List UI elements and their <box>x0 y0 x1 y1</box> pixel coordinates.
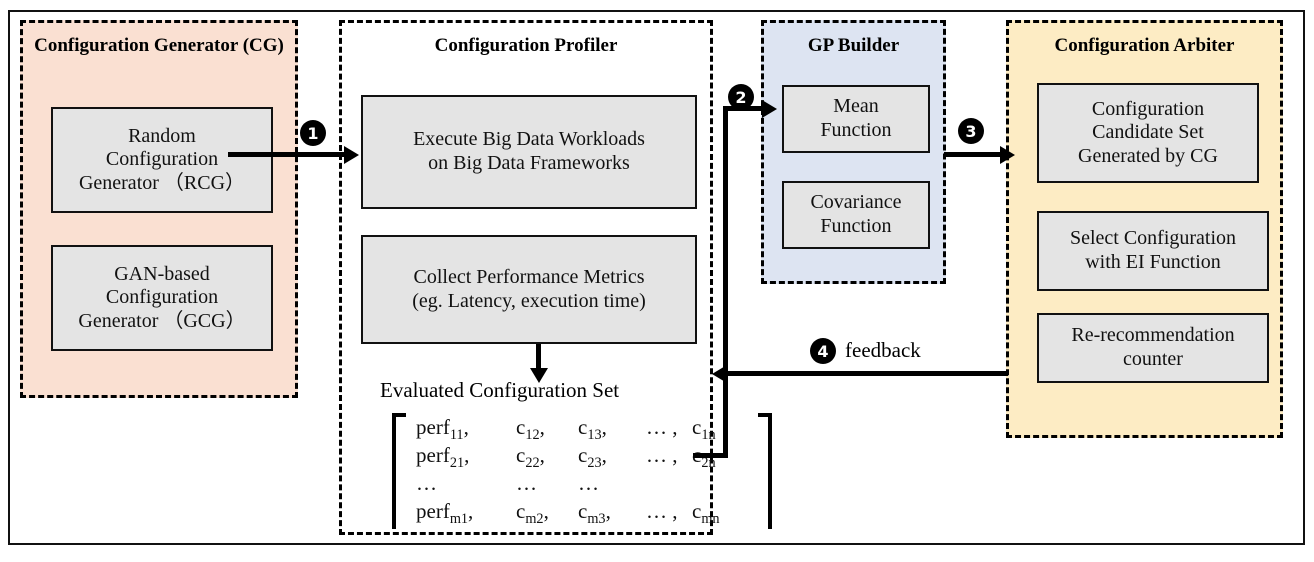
matrix-row: … … … <box>416 471 748 499</box>
m-r0-c3: c <box>692 415 702 439</box>
box-cov-line1: Covariance <box>810 191 902 214</box>
panel-configuration-arbiter: Configuration Arbiter Configuration Cand… <box>1006 20 1283 438</box>
edge-4-label: feedback <box>845 338 921 362</box>
box-mean-line1: Mean <box>833 95 879 118</box>
edge-1-arrowhead <box>344 146 359 164</box>
box-select-line2: with EI Function <box>1085 251 1221 273</box>
box-candidate-line1: Configuration <box>1091 97 1205 120</box>
m-r1-c0: perf <box>416 443 450 467</box>
panel-gp-title: GP Builder <box>807 35 900 56</box>
m-r1-c1: c <box>516 443 526 467</box>
m-r0-dots: … , <box>646 415 678 439</box>
edge-4-line <box>726 371 1008 376</box>
box-select-configuration-ei[interactable]: Select Configuration with EI Function <box>1037 211 1269 291</box>
box-rcg-line1: Random <box>128 124 196 147</box>
box-candidate-line3: Generated by CG <box>1078 144 1218 167</box>
box-random-configuration-generator[interactable]: Random Configuration Generator （RCG） <box>51 107 273 213</box>
panel-cg-title-line1: Configuration Generator <box>34 35 238 56</box>
edge-2-arrowhead <box>762 100 777 118</box>
m-r0-s1: 12 <box>525 427 540 444</box>
edge-3-arrowhead <box>1000 146 1015 164</box>
panel-profiler-title: Configuration Profiler <box>434 35 618 56</box>
box-execute-line1: Execute Big Data Workloads <box>413 128 645 151</box>
m-r1-dots: … , <box>646 443 678 467</box>
box-cov-line2: Function <box>820 215 892 237</box>
evaluated-configuration-matrix: perf11, c12, c13, … , c1n perf21, c22, c… <box>392 413 772 529</box>
edge-4-badge: 4 <box>810 338 836 364</box>
edge-1-line <box>228 152 348 157</box>
m-r0-c0: perf <box>416 415 450 439</box>
box-gcg-line2: Configuration <box>105 286 219 309</box>
box-collect-line1: Collect Performance Metrics <box>413 265 645 288</box>
m-r3-dots: … , <box>646 499 678 523</box>
box-re-recommendation-counter[interactable]: Re-recommendation counter <box>1037 313 1269 383</box>
m-r3-c0: perf <box>416 499 450 523</box>
edge-2-vertical <box>723 106 728 458</box>
box-mean-line2: Function <box>820 119 892 141</box>
matrix-row: perf21, c22, c23, … , c2n <box>416 443 716 472</box>
m-r3-c1: c <box>516 499 526 523</box>
box-execute-line2: on Big Data Frameworks <box>428 152 630 174</box>
m-r2-c0: … <box>416 471 437 495</box>
m-r1-s2: 23 <box>587 455 602 472</box>
box-covariance-function[interactable]: Covariance Function <box>782 181 930 249</box>
m-r0-c2: c <box>578 415 588 439</box>
arrow-collect-to-matrix-line <box>536 344 541 372</box>
m-r1-s1: 22 <box>525 455 540 472</box>
arrow-collect-to-matrix-head <box>530 368 548 383</box>
edge-3-badge: 3 <box>958 118 984 144</box>
box-execute-big-data-workloads[interactable]: Execute Big Data Workloads on Big Data F… <box>361 95 697 209</box>
m-r1-c2: c <box>578 443 588 467</box>
m-r2-c2: … <box>578 471 599 495</box>
box-rcg-line2: Configuration <box>105 148 219 171</box>
m-r3-s2: m3 <box>587 511 606 528</box>
box-configuration-candidate-set[interactable]: Configuration Candidate Set Generated by… <box>1037 83 1259 183</box>
box-gan-based-configuration-generator[interactable]: GAN-based Configuration Generator （GCG） <box>51 245 273 351</box>
panel-configuration-generator: Configuration Generator (CG) Random Conf… <box>20 20 298 398</box>
matrix-row: perfm1, cm2, cm3, … , cmn <box>416 499 720 528</box>
m-r3-c3: c <box>692 499 702 523</box>
m-r2-c1: … <box>516 471 537 495</box>
box-rcg-line3: Generator （RCG） <box>78 171 246 194</box>
panel-arbiter-title: Configuration Arbiter <box>1054 35 1235 56</box>
m-r3-s1: m2 <box>525 511 544 528</box>
matrix-rows: perf11, c12, c13, … , c1n perf21, c22, c… <box>406 413 758 529</box>
box-recounter-line2: counter <box>1123 348 1183 370</box>
m-r0-s0: 11 <box>449 427 464 444</box>
edge-2-tail-horizontal <box>693 453 728 458</box>
edge-4-arrowhead <box>712 365 727 383</box>
box-collect-line2: (eg. Latency, execution time) <box>412 289 646 312</box>
matrix-caption: Evaluated Configuration Set <box>380 378 620 402</box>
matrix-row: perf11, c12, c13, … , c1n <box>416 415 716 444</box>
panel-configuration-profiler: Configuration Profiler Execute Big Data … <box>339 20 772 535</box>
box-collect-performance-metrics[interactable]: Collect Performance Metrics (eg. Latency… <box>361 235 697 344</box>
edge-2-badge: 2 <box>728 84 754 110</box>
m-r0-c1: c <box>516 415 526 439</box>
matrix-left-bracket <box>392 413 406 529</box>
m-r3-s3: mn <box>701 511 720 528</box>
box-recounter-line1: Re-recommendation <box>1071 324 1235 347</box>
edge-3-line <box>944 152 1004 157</box>
edge-1-badge: 1 <box>300 120 326 146</box>
box-select-line1: Select Configuration <box>1069 227 1237 250</box>
m-r1-s0: 21 <box>449 455 465 472</box>
matrix-right-bracket <box>758 413 772 529</box>
panel-gp-builder: GP Builder Mean Function Covariance Func… <box>761 20 946 284</box>
m-r0-s2: 13 <box>587 427 602 444</box>
box-gcg-line3: Generator （GCG） <box>78 309 246 332</box>
panel-cg-title-line2: (CG) <box>242 35 284 56</box>
m-r1-s3: 2n <box>701 455 716 472</box>
box-mean-function[interactable]: Mean Function <box>782 85 930 153</box>
m-r3-s0: m1 <box>449 511 469 528</box>
box-candidate-line2: Candidate Set <box>1092 121 1204 144</box>
box-gcg-line1: GAN-based <box>114 262 210 285</box>
m-r0-s3: 1n <box>701 427 716 444</box>
m-r3-c2: c <box>578 499 588 523</box>
